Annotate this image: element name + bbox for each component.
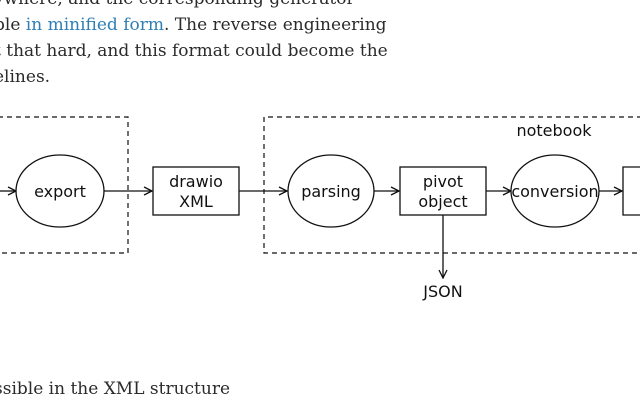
pivot-node-label-line1: pivot [423,172,463,191]
conversion-node-label: conversion [511,182,598,201]
next-node-partial [622,166,640,216]
notebook-group-label: notebook [516,121,592,140]
left-group-border [0,116,129,254]
minified-form-link[interactable]: in minified form [25,15,164,35]
footer-text-line: ssible in the XML structure [0,379,231,399]
drawio-node-label-line2: XML [179,192,213,211]
drawio-xml-node [152,166,240,216]
notebook-group-border [263,116,640,254]
paragraph-line-1: ywhere, and the corresponding generator [0,0,355,12]
parsing-node-label: parsing [301,182,361,201]
drawio-node-label-line1: drawio [169,172,223,191]
paragraph-line-2: ble in minified form. The reverse engine… [0,12,387,38]
json-output-label: JSON [422,282,462,301]
pivot-node-label-line2: object [418,192,467,211]
paragraph-line-2-end: . The reverse engineering [164,15,387,35]
paragraph-line-3: t that hard, and this format could becom… [0,41,388,61]
export-node-label: export [34,182,86,201]
paragraph-line-2-start: ble [0,15,21,35]
